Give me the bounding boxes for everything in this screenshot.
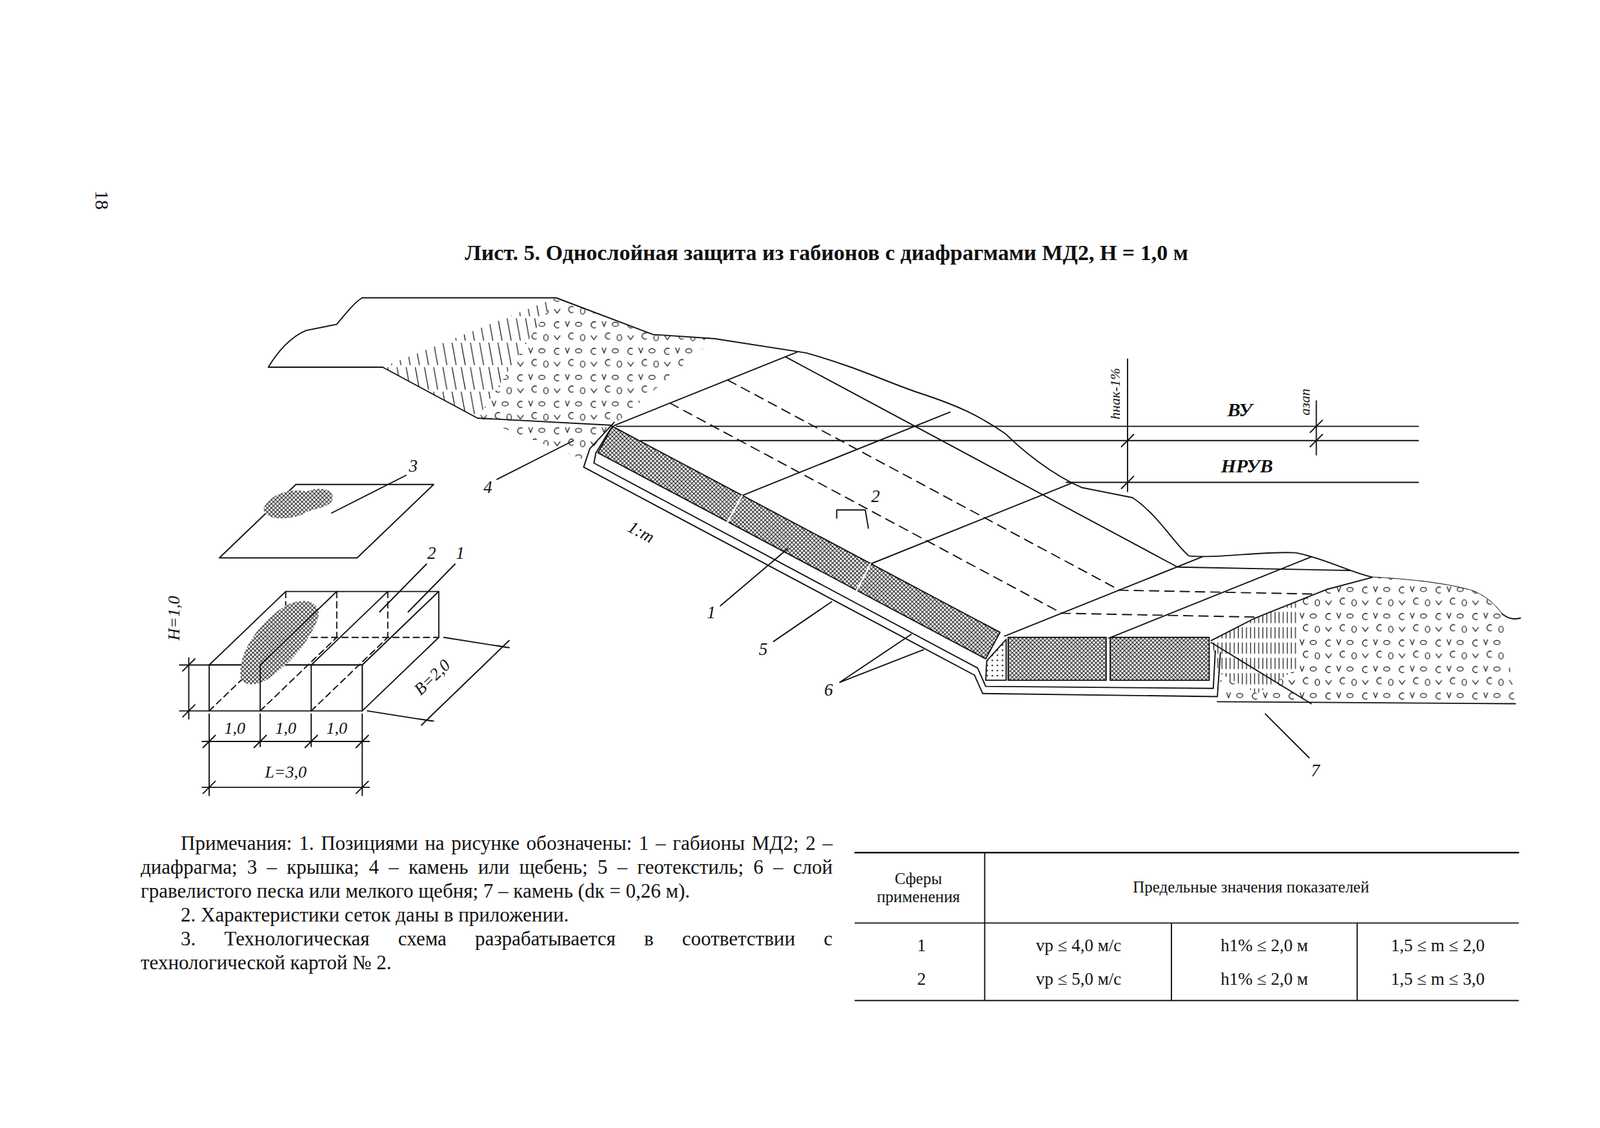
sheet-title: Лист. 5. Однослойная защита из габионов … <box>463 240 1190 265</box>
stone-berm <box>1211 601 1298 694</box>
gabion-section <box>727 495 871 592</box>
stone-berm <box>1211 577 1373 641</box>
table-cell: h1% ≤ 2,0 м <box>1219 936 1309 956</box>
table-cell: 2 <box>915 970 928 990</box>
stone-berm <box>1211 577 1521 705</box>
callout-number: 2 <box>870 487 882 507</box>
slope-label: 1:m <box>623 516 659 548</box>
gabion-box <box>209 564 456 712</box>
water-level-label: ВУ <box>1226 398 1254 420</box>
table-rule <box>855 851 1519 854</box>
page-number: 18 <box>91 189 113 212</box>
leader-line <box>496 440 1309 759</box>
gabion-section <box>597 426 1000 659</box>
table-header: Сферы применения <box>862 870 975 906</box>
dimension-line <box>202 781 370 794</box>
gabion-box <box>260 591 388 712</box>
gravel-layer <box>583 422 1221 697</box>
gabion-lid <box>263 488 333 519</box>
dimension-label: B=2,0 <box>409 655 456 700</box>
table-cell: vр ≤ 5,0 м/с <box>1034 970 1123 990</box>
leader-line <box>773 601 832 642</box>
table-cell: 1 <box>915 936 928 956</box>
dimension-label: 1,0 <box>222 719 247 739</box>
dimension-line <box>1121 358 1323 492</box>
callout-number: 6 <box>822 680 835 701</box>
table-cell: h1% ≤ 2,0 м <box>1219 970 1309 990</box>
dimension-label: 1,0 <box>273 719 298 739</box>
table-rule <box>855 852 1519 1001</box>
table-cell: vр ≤ 4,0 м/с <box>1034 936 1123 956</box>
dimension-line <box>367 637 510 726</box>
stone-berm <box>1501 613 1520 619</box>
note-text: 2. Характеристики сеток даны в приложени… <box>140 902 833 927</box>
stone-berm <box>1211 577 1516 705</box>
leader-line <box>839 634 924 683</box>
table-cell: 1,5 ≤ m ≤ 2,0 <box>1389 936 1486 956</box>
gabion-section <box>1110 637 1209 681</box>
dimension-line <box>179 657 210 719</box>
leader-line <box>1265 713 1309 758</box>
gabion-surface <box>785 356 1385 572</box>
break-line <box>362 297 1502 614</box>
dimension-line <box>209 713 363 796</box>
gabion-lid <box>219 475 434 558</box>
ground-top <box>268 297 383 367</box>
notes-block: Примечания: 1. Позициями на рисунке обоз… <box>140 831 833 975</box>
table-rule <box>855 852 1519 1001</box>
dimension-label: H=1,0 <box>165 595 184 643</box>
callout-number: 5 <box>757 640 770 660</box>
stone-berm <box>1211 642 1312 705</box>
dimension-line <box>179 637 510 796</box>
dimension-label: L=3,0 <box>263 763 308 783</box>
leader-line <box>836 509 869 528</box>
stone-berm <box>1217 701 1516 704</box>
table-header: Предельные значения показателей <box>1131 879 1371 898</box>
gabion-box <box>209 591 439 712</box>
gabion-surface <box>669 380 1327 618</box>
water-level-label: НРУВ <box>1219 454 1275 476</box>
dimension-label: hнак-1% <box>1107 366 1124 421</box>
gabion-lid <box>331 475 406 513</box>
front-edge <box>382 367 613 426</box>
gabion-box <box>379 564 456 612</box>
leader-line <box>720 548 788 607</box>
dimension-line <box>1121 358 1135 492</box>
leader-line <box>496 440 574 480</box>
note-text: Примечания: 1. Позициями на рисунке обоз… <box>140 831 833 903</box>
water-level-line <box>616 426 1419 483</box>
gabion-lid <box>219 484 434 559</box>
gabion-section <box>985 639 1007 681</box>
table-cell: 1,5 ≤ m ≤ 3,0 <box>1389 970 1486 990</box>
callout-number: 1 <box>454 544 466 565</box>
dimension-label: aзап <box>1297 387 1313 417</box>
gabion-box <box>209 664 363 711</box>
gabion-section <box>597 426 1209 681</box>
gabion-box <box>240 600 319 685</box>
dimension-label: 1,0 <box>324 719 349 739</box>
callout-number: 7 <box>1309 761 1322 781</box>
gabion-section <box>1008 637 1107 681</box>
water-level-line <box>616 426 1419 483</box>
callout-number: 3 <box>407 456 420 477</box>
callout-number: 4 <box>482 478 494 498</box>
callout-number: 1 <box>705 603 718 623</box>
note-text: 3. Технологическая схема разрабатывается… <box>140 926 833 975</box>
callout-number: 2 <box>425 544 438 565</box>
